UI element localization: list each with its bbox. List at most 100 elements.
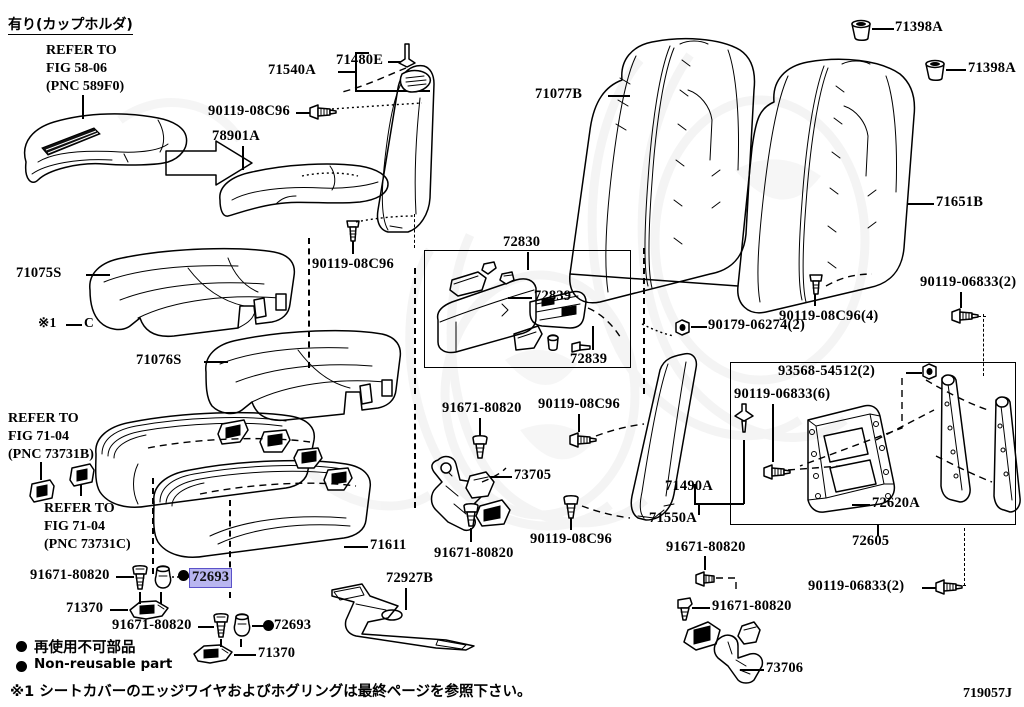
bolt-icon-91671-80820-f [677,597,693,621]
assembly-dashline-cushion-left [152,478,154,574]
bolt-icon-91671-80820-e [695,571,715,587]
bracket-71540A-bottom [355,90,430,92]
assembly-dashline-72693-a2 [160,592,162,604]
label-73706: 73706 [766,660,804,676]
label-91671-80820-b: 91671-80820 [434,545,514,561]
non-reusable-dot-72693-b [263,620,274,631]
assembly-dashline-73706-a [716,577,737,590]
label-91671-80820-a: 91671-80820 [442,400,522,416]
label-72830: 72830 [503,234,541,250]
header-cupholder-note: 有り(カップホルダ) [8,14,133,35]
clip-icon-73731C [69,463,95,487]
leader-72839-bottom [592,326,594,350]
refer-71-04-c-line2: FIG 71-04 [44,518,106,534]
leader-90119-08C96-mid [352,236,354,254]
leader-mark-1 [66,324,82,326]
grommet-icon-72693-b [233,613,251,637]
assembly-dashline-col-4 [643,248,645,394]
label-71075S: 71075S [16,265,62,281]
refer-58-06-line1: REFER TO [46,43,117,58]
legend-label-en: Non-reusable part [34,656,173,672]
refer-71-04-b-line2: FIG 71-04 [8,428,70,444]
assembly-dashline-08C96-top [331,102,423,110]
assembly-dashline-90179 [641,323,675,337]
fastener-icon-71480E [398,43,416,68]
leader-refer-58-06 [82,95,84,119]
label-90119-08C96-top: 90119-08C96 [208,103,290,119]
label-71370-a: 71370 [66,600,104,616]
refer-71-04-c-line3: (PNC 73731C) [44,536,131,552]
leader-71370-b [234,654,256,656]
leader-refer-71-04-c [80,480,82,496]
refer-block-71-04-c: REFER TO FIG 71-04 (PNC 73731C) [44,500,131,554]
leader-91671-80820-b [470,528,472,542]
leader-71398A-1 [872,28,894,30]
part-art-71370-b [193,644,233,664]
leader-90119-06833-2b [922,587,936,589]
label-72839-top: 72839 [534,288,572,304]
leader-73706 [740,669,764,671]
label-90119-06833-2b: 90119-06833(2) [808,578,905,594]
label-91671-80820-e: 91671-80820 [666,539,746,555]
non-reusable-dot-72693-a [178,570,189,581]
part-art-71550A-trim [630,352,698,521]
refer-block-71-04-b: REFER TO FIG 71-04 (PNC 73731B) [8,410,94,464]
bolt-icon-90119-08C96-c [569,432,597,448]
leader-73705 [490,476,512,478]
label-72605: 72605 [852,533,890,549]
bolt-icon-90119-08C96-mid [346,220,360,242]
refer-block-58-06: REFER TO FIG 58-06 (PNC 589F0) [46,42,124,96]
leader-90119-08C96-c [578,414,580,432]
leader-91671-80820-a [479,418,481,438]
refer-58-06-line3: (PNC 589F0) [46,78,125,94]
label-72839-bottom: 72839 [570,351,608,367]
assembly-dashline-06833-2a-h [978,316,986,317]
label-90179-06274: 90179-06274(2) [708,317,806,333]
leader-90119-06833-6 [772,404,774,462]
bolt-icon-90119-08C96-top [309,104,337,120]
leader-90119-08C96-top [296,112,310,114]
label-72927B: 72927B [386,570,434,586]
bolt-icon-90119-08C96-d [563,495,579,519]
assembly-dashline-08C96-mid [355,215,415,223]
leader-91671-80820-e [704,556,706,570]
bolt-icon-90119-06833-2b [935,579,963,595]
bolt-icon-91671-80820-a [472,435,488,459]
leader-72605 [877,524,879,536]
bolt-icon-91671-80820-d [213,613,229,638]
bushing-icon-71398A-2 [925,59,945,81]
refer-71-04-b-line3: (PNC 73731B) [8,446,94,462]
bolt-icon-91671-80820-c [132,565,148,590]
assembly-dashline-08C96-4 [825,273,873,287]
header-note-text: 有り(カップホルダ) [8,17,133,35]
label-71490A: 71490A [665,478,713,494]
bushing-icon-71398A-1 [851,19,871,41]
label-93568-54512: 93568-54512(2) [778,363,876,379]
assembly-dashline-08C96-c [595,423,645,437]
legend-dot-en [16,661,27,672]
leader-72620A [852,504,870,506]
label-71398A-1: 71398A [895,19,943,35]
label-73705: 73705 [514,467,552,483]
leader-71076S [204,361,228,363]
part-art-73705-hinge [430,455,511,532]
leader-71550A-down [698,503,700,515]
label-72693-b: 72693 [274,617,312,633]
part-art-71075S-cushion [89,247,296,338]
label-71540A: 71540A [268,62,316,78]
label-mark-1: ※1 [38,315,56,331]
assembly-dashline-72693-a1 [139,592,141,604]
bracket-71550A-left [694,484,696,504]
leader-71370-a [110,609,128,611]
grommet-icon-72693-a [154,565,172,589]
leader-90179-06274 [691,326,707,328]
refer-71-04-c-line1: REFER TO [44,501,115,516]
part-art-78901A [219,163,389,217]
label-90119-08C96-d: 90119-08C96 [530,531,612,547]
part-art-71540A-side-trim [376,64,435,233]
assembly-dashline-08C96-d [581,505,631,519]
leader-78901A [242,146,244,170]
label-90119-08C96-4: 90119-08C96(4) [779,308,879,324]
leader-91671-80820-c [116,576,134,578]
